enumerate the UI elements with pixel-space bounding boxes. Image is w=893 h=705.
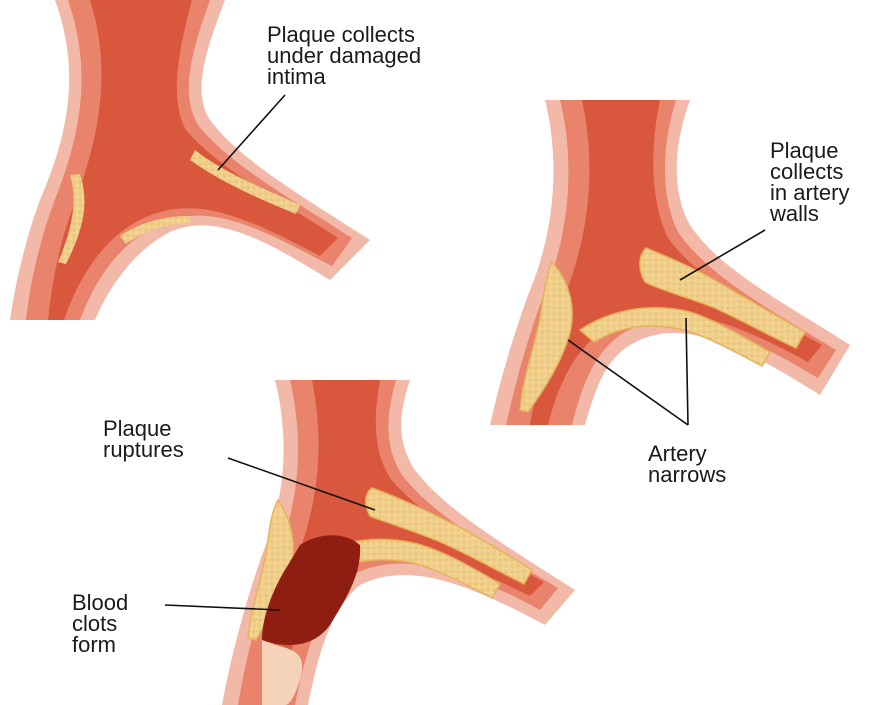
leader-plaque-under-intima — [218, 95, 285, 170]
label-plaque-artery-walls: Plaque collects in artery walls — [770, 140, 849, 224]
label-blood-clots: Blood clots form — [72, 592, 128, 655]
label-plaque-under-intima: Plaque collects under damaged intima — [267, 24, 421, 87]
artery-3-rupture-and-clot — [222, 380, 575, 705]
artery-3-bifurcation-gap — [340, 642, 560, 705]
label-plaque-ruptures: Plaque ruptures — [103, 418, 184, 460]
label-artery-narrows: Artery narrows — [648, 443, 726, 485]
